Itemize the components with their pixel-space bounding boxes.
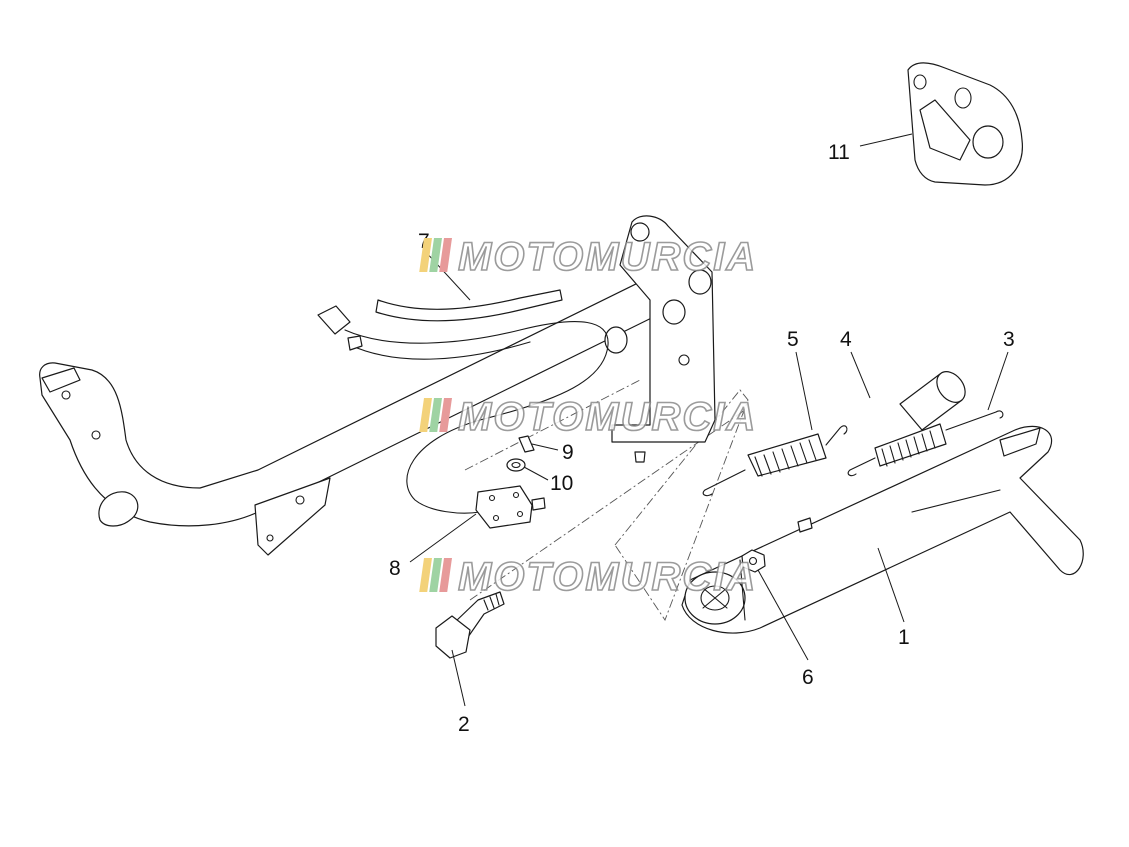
watermark-text: MOTOMURCIA bbox=[458, 395, 757, 439]
watermark-text: MOTOMURCIA bbox=[458, 555, 757, 599]
outer-spring bbox=[702, 425, 848, 497]
watermark-middle: MOTOMURCIA bbox=[419, 394, 757, 440]
callout-5: 5 bbox=[787, 328, 799, 351]
callout-2: 2 bbox=[458, 713, 470, 736]
watermark-stripe bbox=[419, 398, 432, 432]
watermark-text: MOTOMURCIA bbox=[458, 235, 757, 279]
watermark-top: MOTOMURCIA bbox=[419, 234, 757, 280]
callout-4: 4 bbox=[840, 328, 852, 351]
watermark-stripe bbox=[439, 398, 452, 432]
callout-3: 3 bbox=[1003, 328, 1015, 351]
callout-6: 6 bbox=[802, 666, 814, 689]
mounting-plate bbox=[907, 62, 1023, 186]
side-stand-switch bbox=[475, 485, 546, 529]
callout-11: 11 bbox=[828, 141, 850, 164]
small-screw bbox=[518, 435, 535, 453]
watermark-stripe bbox=[439, 238, 452, 272]
callout-9: 9 bbox=[562, 441, 574, 464]
washer bbox=[506, 458, 526, 472]
callout-1: 1 bbox=[898, 626, 910, 649]
watermark-stripe bbox=[429, 398, 442, 432]
hex-nut bbox=[741, 549, 766, 573]
pivot-bolt bbox=[435, 591, 505, 659]
watermark-stripe bbox=[429, 558, 442, 592]
watermark-stripe bbox=[429, 238, 442, 272]
frame-bracket bbox=[39, 215, 716, 556]
watermark-stripe bbox=[419, 558, 432, 592]
watermark-bottom: MOTOMURCIA bbox=[419, 554, 757, 600]
callout-8: 8 bbox=[389, 557, 401, 580]
callout-10: 10 bbox=[550, 472, 573, 495]
watermark-stripe bbox=[439, 558, 452, 592]
spring-sleeve bbox=[899, 371, 966, 431]
watermark-stripe bbox=[419, 238, 432, 272]
inner-spring bbox=[847, 410, 1004, 477]
switch-cable-harness bbox=[317, 289, 609, 514]
side-stand bbox=[681, 425, 1084, 634]
